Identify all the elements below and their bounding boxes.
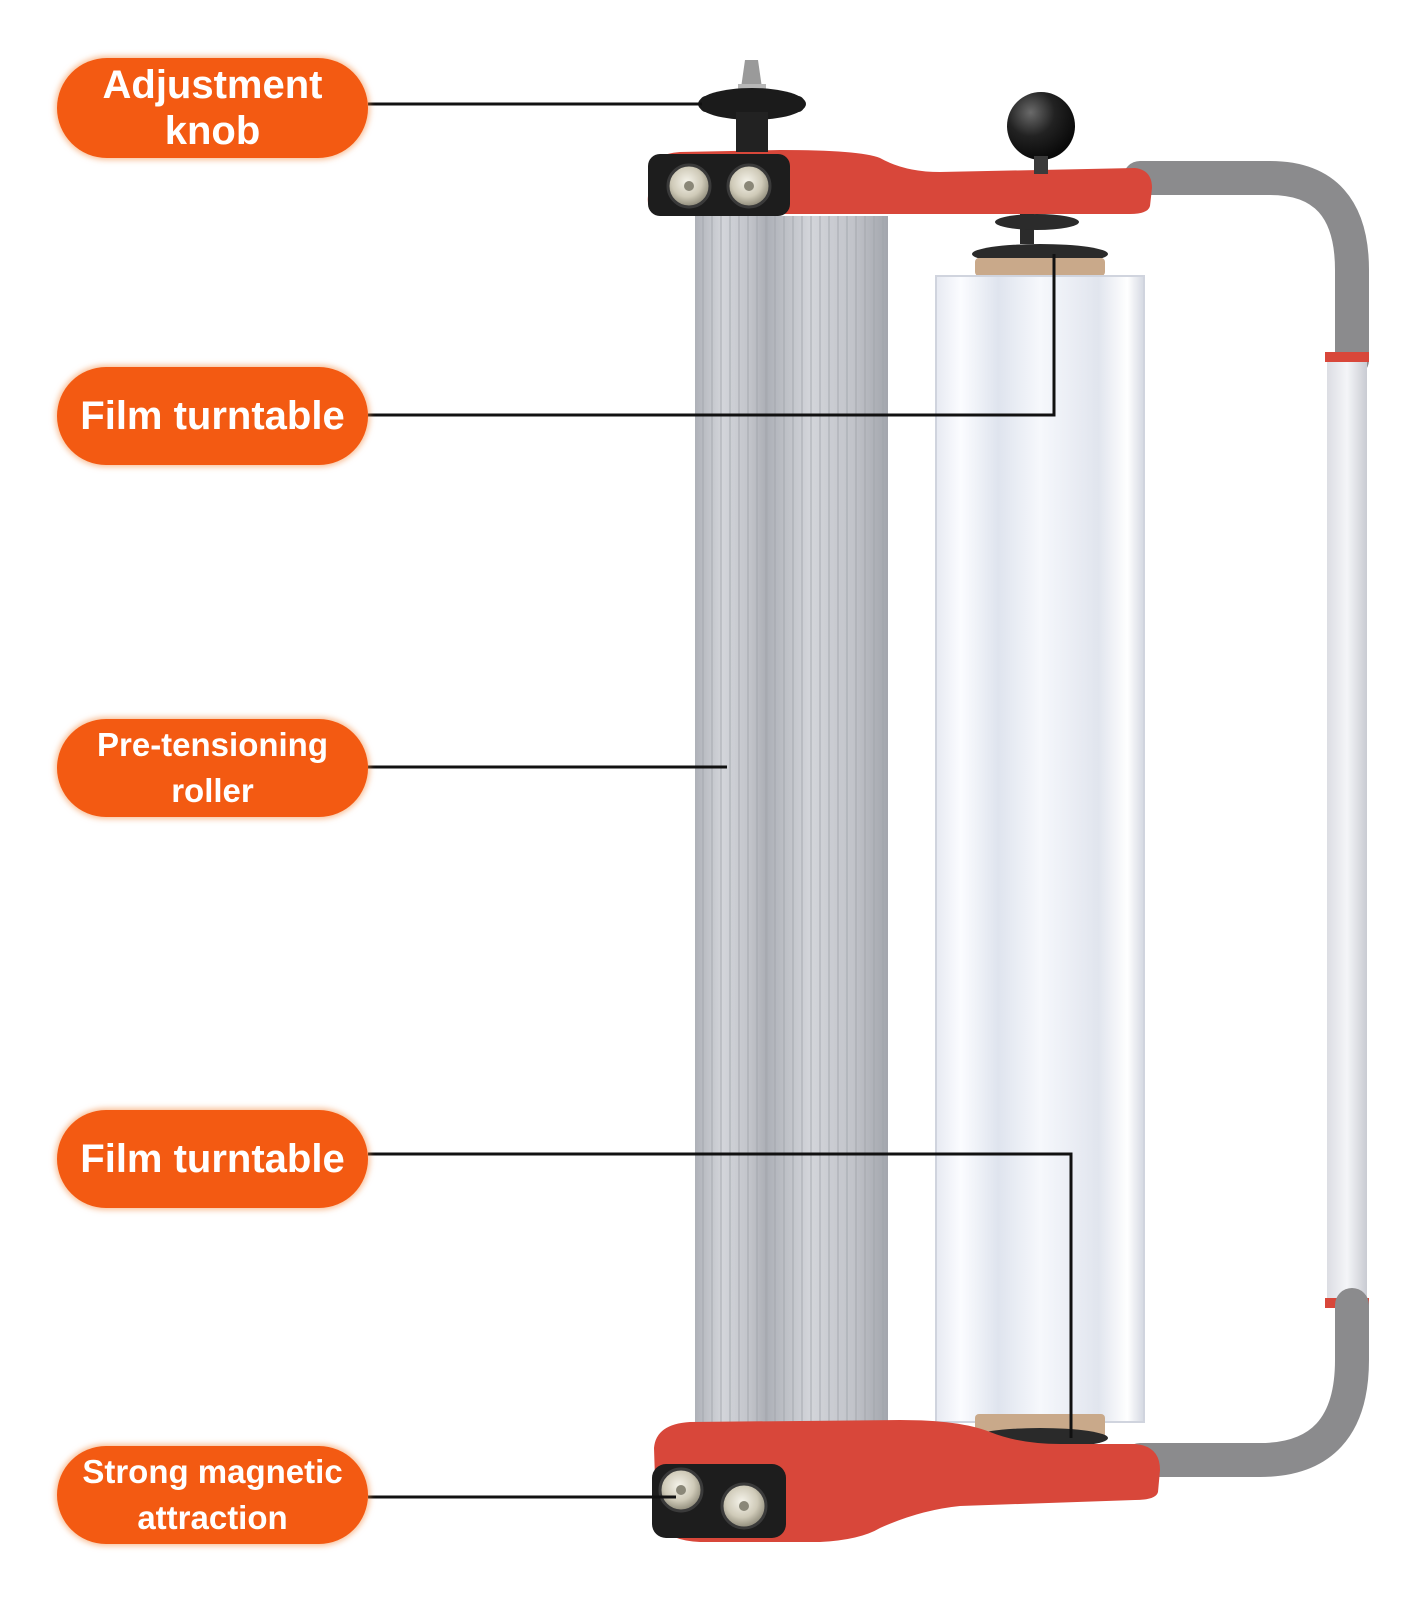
ball-knob-icon xyxy=(1007,92,1075,160)
adjustment-knob-icon xyxy=(741,60,762,88)
callout-line: Film turntable xyxy=(80,1137,345,1181)
callout-line: knob xyxy=(164,109,261,153)
callout-pre-tensioning-roller: Pre-tensioning roller xyxy=(57,719,368,817)
leader-line-film-turntable-top xyxy=(368,254,1056,417)
leader-line-film-turntable-bottom xyxy=(368,1152,1073,1438)
handle-tube-bottom xyxy=(1123,1288,1369,1477)
top-core-cap xyxy=(975,258,1105,276)
callout-adjustment-knob: Adjustment knob xyxy=(57,58,368,158)
callout-line: roller xyxy=(171,772,254,809)
callout-line: Strong magnetic xyxy=(82,1453,343,1490)
callout-magnetic-attraction: Strong magnetic attraction xyxy=(57,1446,368,1544)
callout-line: Adjustment xyxy=(102,63,323,107)
callout-film-turntable-top: Film turntable xyxy=(57,367,368,465)
film-roll xyxy=(936,276,1144,1422)
handle-bar xyxy=(1327,355,1367,1305)
handle-band-top xyxy=(1325,352,1369,362)
callout-line: Pre-tensioning xyxy=(96,726,329,763)
callout-line: attraction xyxy=(137,1499,288,1536)
callout-line: Film turntable xyxy=(80,394,345,438)
handle-tube-top xyxy=(1123,161,1369,377)
callout-film-turntable-bottom: Film turntable xyxy=(57,1110,368,1208)
